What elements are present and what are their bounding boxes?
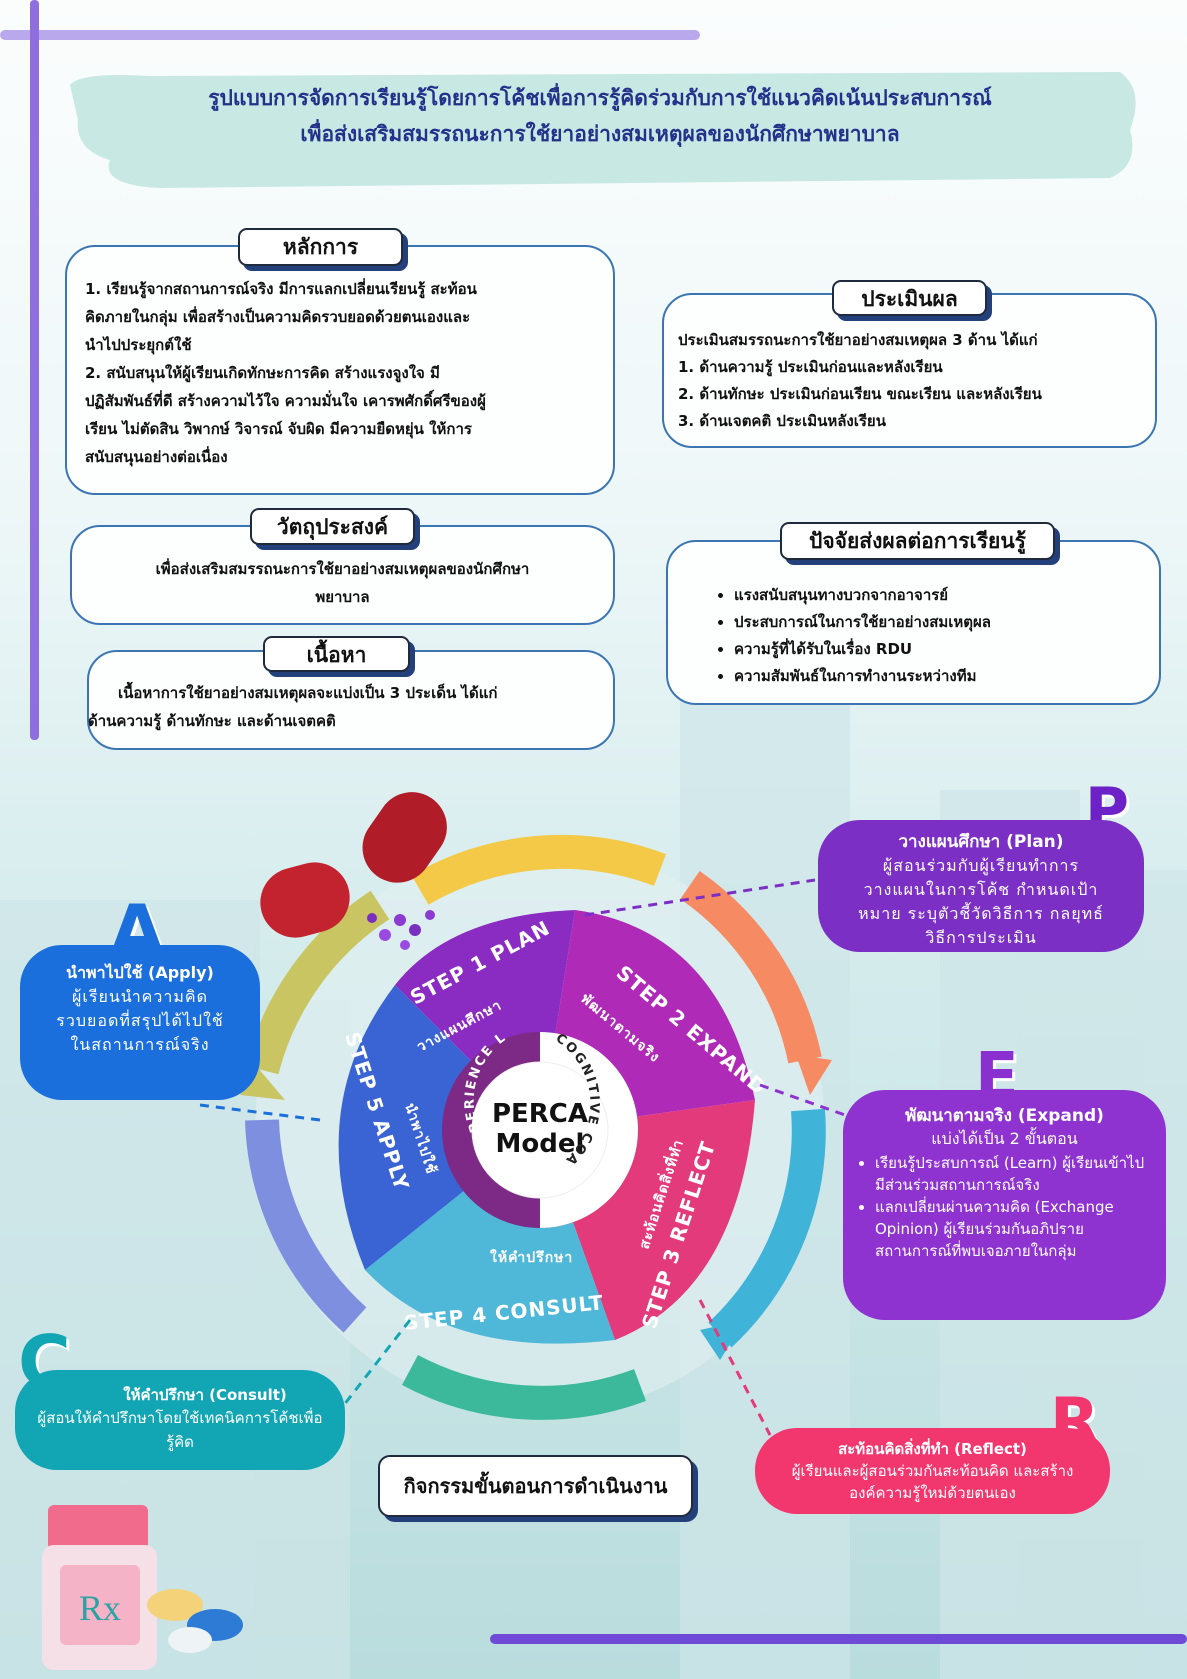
expand-sub: แบ่งได้เป็น 2 ขั้นตอน	[931, 1129, 1078, 1148]
arrow-head	[700, 1320, 745, 1360]
principles-text: 1. เรียนรู้จากสถานการณ์จริง มีการแลกเปลี…	[85, 275, 605, 471]
evaluation-line: 1. ด้านความรู้ ประเมินก่อนและหลังเรียน	[678, 358, 943, 376]
capsule-icon	[260, 792, 447, 950]
left-bar	[30, 0, 39, 740]
plan-bubble: วางแผนศึกษา (Plan) ผู้สอนร่วมกับผู้เรียน…	[818, 820, 1144, 952]
title-line-1: รูปแบบการจัดการเรียนรู้โดยการโค้ชเพื่อกา…	[208, 86, 992, 110]
evaluation-line: ประเมินสมรรถนะการใช้ยาอย่างสมเหตุผล 3 ด้…	[678, 331, 1038, 349]
apply-text: ผู้เรียนนำความคิด รวบยอดที่สรุปได้ไปใช้ …	[20, 985, 260, 1057]
evaluation-label: ประเมินผล	[832, 280, 987, 316]
petal-apply	[338, 985, 540, 1270]
arrow-segment	[708, 1108, 826, 1348]
principles-line: ปฏิสัมพันธ์ที่ดี สร้างความไว้ใจ ความมั่น…	[85, 392, 486, 410]
content-text: เนื้อหาการใช้ยาอย่างสมเหตุผลจะแบ่งเป็น 3…	[88, 679, 608, 735]
consult-text: ผู้สอนให้คำปรึกษาโดยใช้เทคนิคการโค้ชเพื่…	[25, 1406, 335, 1454]
objective-line: เพื่อส่งเสริมสมรรถนะการใช้ยาอย่างสมเหตุผ…	[155, 560, 530, 578]
rx-label: Rx	[79, 1588, 121, 1628]
principles-box	[65, 245, 615, 495]
objective-text: เพื่อส่งเสริมสมรรถนะการใช้ยาอย่างสมเหตุผ…	[90, 555, 595, 611]
plan-heading: วางแผนศึกษา (Plan)	[898, 832, 1064, 852]
principles-line: สนับสนุนอย่างต่อเนื่อง	[85, 448, 228, 466]
consult-bubble: ให้คำปรึกษา (Consult) ผู้สอนให้คำปรึกษาโ…	[15, 1370, 345, 1470]
reflect-line: องค์ความรู้ใหม่ด้วยตนเอง	[849, 1484, 1016, 1502]
content-line: เนื้อหาการใช้ยาอย่างสมเหตุผลจะแบ่งเป็น 3…	[118, 684, 498, 702]
evaluation-line: 2. ด้านทักษะ ประเมินก่อนเรียน ขณะเรียน แ…	[678, 385, 1042, 403]
consult-heading: ให้คำปรึกษา (Consult)	[123, 1386, 287, 1404]
arrow-segment	[402, 1354, 646, 1420]
arrow-segment	[411, 834, 667, 905]
pill-bottle-icon: Rx	[42, 1505, 243, 1670]
arrow-head	[240, 1068, 285, 1100]
outer-cycle-arrows	[245, 834, 826, 1420]
top-line	[0, 30, 700, 40]
expand-bubble: พัฒนาตามจริง (Expand) แบ่งได้เป็น 2 ขั้น…	[843, 1090, 1166, 1320]
apply-line: รวบยอดที่สรุปได้ไปใช้	[56, 1011, 224, 1030]
reflect-heading: สะท้อนคิดสิ่งที่ทำ (Reflect)	[838, 1440, 1027, 1458]
factors-item: แรงสนับสนุนทางบวกจากอาจารย์	[734, 582, 1164, 609]
expand-bullets: เรียนรู้ประสบการณ์ (Learn) ผู้เรียนเข้าไ…	[857, 1152, 1152, 1262]
connectors	[199, 878, 846, 1436]
factors-list: แรงสนับสนุนทางบวกจากอาจารย์ ประสบการณ์ใน…	[712, 582, 1164, 690]
title-brush	[70, 72, 1136, 188]
step-4-sub: ให้คำปรึกษา	[490, 1248, 573, 1266]
objective-label: วัตถุประสงค์	[250, 508, 415, 545]
evaluation-box	[662, 293, 1157, 448]
arrow-head	[796, 1055, 832, 1095]
factors-label: ปัจจัยส่งผลต่อการเรียนรู้	[780, 522, 1055, 560]
principles-line: คิดภายในกลุ่ม เพื่อสร้างเป็นความคิดรวบยอ…	[85, 308, 471, 326]
evaluation-line: 3. ด้านเจตคติ ประเมินหลังเรียน	[678, 412, 886, 430]
principles-line: นำไปประยุกต์ใช้	[85, 336, 192, 354]
plan-line: วางแผนในการโค้ช กำหนดเป้า	[863, 880, 1099, 899]
title-line-2: เพื่อส่งเสริมสมรรถนะการใช้ยาอย่างสมเหตุผ…	[300, 122, 900, 146]
consult-line: ผู้สอนให้คำปรึกษาโดยใช้เทคนิคการโค้ชเพื่…	[37, 1409, 323, 1427]
page-title: รูปแบบการจัดการเรียนรู้โดยการโค้ชเพื่อกา…	[70, 80, 1130, 152]
apply-line: ผู้เรียนนำความคิด	[72, 987, 208, 1006]
arrow-segment	[245, 890, 390, 1075]
plan-text: ผู้สอนร่วมกับผู้เรียนทำการ วางแผนในการโค…	[818, 854, 1144, 950]
arrow-segment	[245, 1119, 367, 1333]
principles-label: หลักการ	[238, 228, 403, 266]
principles-line: 1. เรียนรู้จากสถานการณ์จริง มีการแลกเปลี…	[85, 280, 477, 298]
center-circle	[471, 1061, 609, 1199]
expand-bullet: แลกเปลี่ยนผ่านความคิด (Exchange Opinion)…	[875, 1196, 1152, 1262]
reflect-text: ผู้เรียนและผู้สอนร่วมกันสะท้อนคิด และสร้…	[755, 1460, 1110, 1504]
apply-connector	[199, 1103, 321, 1122]
activity-label: กิจกรรมขั้นตอนการดำเนินงาน	[378, 1455, 693, 1517]
content-line: ด้านความรู้ ด้านทักษะ และด้านเจตคติ	[88, 712, 336, 730]
expand-heading: พัฒนาตามจริง (Expand)	[905, 1106, 1104, 1126]
factors-item: ประสบการณ์ในการใช้ยาอย่างสมเหตุผล	[734, 609, 1164, 636]
expand-bullet: เรียนรู้ประสบการณ์ (Learn) ผู้เรียนเข้าไ…	[875, 1152, 1152, 1196]
principles-line: 2. สนับสนุนให้ผู้เรียนเกิดทักษะการคิด สร…	[85, 364, 440, 382]
reflect-bubble: สะท้อนคิดสิ่งที่ทำ (Reflect) ผู้เรียนและ…	[755, 1428, 1110, 1514]
reflect-line: ผู้เรียนและผู้สอนร่วมกันสะท้อนคิด และสร้…	[791, 1462, 1074, 1480]
apply-heading: นำพาไปใช้ (Apply)	[66, 963, 214, 982]
apply-bubble: นำพาไปใช้ (Apply) ผู้เรียนนำความคิด รวบย…	[20, 945, 260, 1100]
center-title-2: Model	[496, 1129, 585, 1159]
plan-line: หมาย ระบุตัวชี้วัดวิธีการ กลยุทธ์	[858, 904, 1104, 923]
consult-connector	[338, 1319, 412, 1411]
bottom-line	[490, 1634, 1187, 1644]
evaluation-text: ประเมินสมรรถนะการใช้ยาอย่างสมเหตุผล 3 ด้…	[678, 327, 1148, 435]
content-label: เนื้อหา	[263, 636, 410, 672]
arrow-segment	[680, 871, 822, 1064]
plan-connector	[584, 878, 816, 917]
arrow-heads	[240, 1055, 832, 1360]
plan-line: ผู้สอนร่วมกับผู้เรียนทำการ	[882, 856, 1080, 875]
factors-item: ความสัมพันธ์ในการทำงานระหว่างทีม	[734, 663, 1164, 690]
consult-line: รู้คิด	[166, 1433, 194, 1451]
apply-line: ในสถานการณ์จริง	[70, 1035, 210, 1054]
objective-line: พยาบาล	[315, 588, 370, 606]
factors-item: ความรู้ที่ได้รับในเรื่อง RDU	[734, 636, 1164, 663]
plan-line: วิธีการประเมิน	[925, 928, 1037, 947]
principles-line: เรียน ไม่ตัดสิน วิพากษ์ วิจารณ์ จับผิด ม…	[85, 420, 472, 438]
center-title-1: PERCA	[492, 1099, 588, 1129]
